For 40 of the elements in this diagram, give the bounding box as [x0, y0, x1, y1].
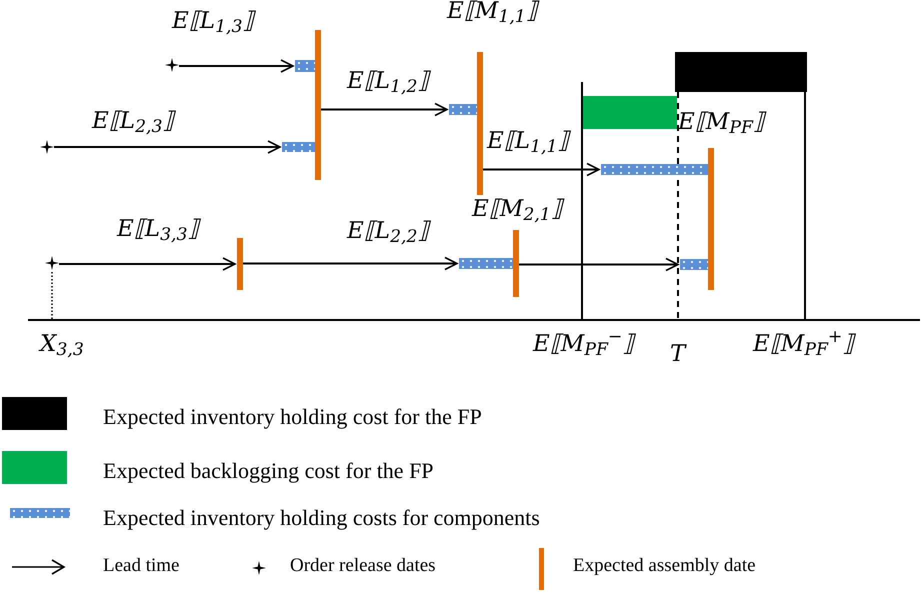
holding-cost-bar [680, 259, 708, 270]
holding-cost-bar [282, 142, 315, 152]
lead-time-label: E⟦L$_{2,3}$⟧ [92, 110, 174, 133]
axis-label: X$_{3,3}$ [40, 333, 84, 356]
lead-time-label: E⟦L$_{1,1}$⟧ [487, 130, 569, 153]
arrow [483, 162, 600, 176]
axis-label: E⟦M$_{PF}$$^{+}$⟧ [753, 333, 854, 356]
assembly-date-bar [477, 52, 483, 195]
assembly-date-bar [237, 238, 243, 290]
arrow [54, 140, 281, 154]
assembly-date-label: E⟦M$_{2,1}$⟧ [472, 198, 562, 221]
arrow [321, 102, 448, 116]
lead-time-label: E⟦L$_{1,2}$⟧ [347, 70, 429, 93]
holding-cost-bar [601, 164, 708, 175]
lead-time-label: E⟦L$_{2,2}$⟧ [347, 220, 429, 243]
arrow [243, 256, 458, 270]
arrow [519, 258, 679, 272]
holding-cost-bar [459, 258, 513, 269]
lead-time-label: E⟦L$_{3,3}$⟧ [117, 218, 199, 241]
order-release-star-icon [45, 256, 59, 270]
axis-label: E⟦M$_{PF}$$^{−}$⟧ [533, 333, 634, 356]
assembly-date-bar [708, 148, 714, 290]
lead-time-label: E⟦L$_{1,3}$⟧ [172, 10, 254, 33]
arrow [179, 59, 294, 73]
order-release-star-icon [165, 58, 179, 72]
assembly-date-bar [513, 230, 519, 297]
legend-text: Order release dates [290, 554, 436, 578]
assembly-date-label: E⟦M$_{PF}$⟧ [678, 111, 764, 134]
legend-text: Lead time [103, 554, 180, 578]
assembly-date-label: E⟦M$_{1,1}$⟧ [447, 0, 537, 23]
legend-text: Expected inventory holding cost for the FP [103, 403, 482, 431]
legend-text: Expected backlogging cost for the FP [103, 457, 434, 485]
assembly-date-bar [315, 30, 321, 180]
axis-label: T [670, 343, 686, 366]
legend-text: Expected assembly date [573, 554, 756, 578]
arrow [59, 257, 236, 271]
legend-text: Expected inventory holding costs for components [103, 504, 540, 532]
order-release-star-icon [40, 140, 54, 154]
holding-cost-bar [449, 104, 477, 115]
holding-cost-bar [295, 60, 315, 72]
